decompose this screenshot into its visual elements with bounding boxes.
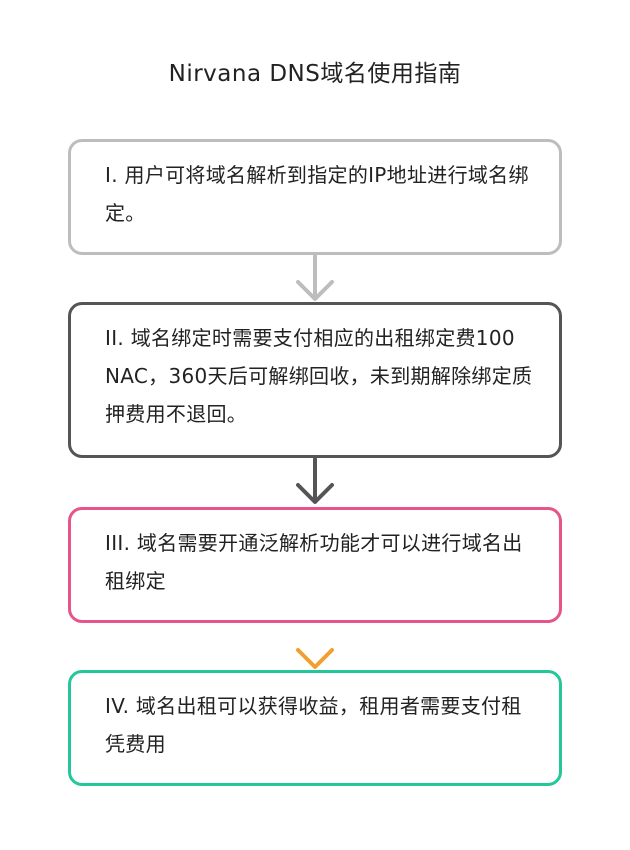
step-box-3: III. 域名需要开通泛解析功能才可以进行域名出租绑定	[68, 507, 562, 623]
diagram-title: Nirvana DNS域名使用指南	[168, 61, 462, 87]
step-4-text: IV. 域名出租可以获得收益，租用者需要支付租凭费用	[105, 694, 522, 756]
arrow-down-icon	[296, 457, 334, 504]
step-box-2: II. 域名绑定时需要支付相应的出租绑定费100 NAC，360天后可解绑回收，…	[68, 302, 562, 458]
step-3-text: III. 域名需要开通泛解析功能才可以进行域名出租绑定	[105, 531, 523, 593]
step-2-text: II. 域名绑定时需要支付相应的出租绑定费100 NAC，360天后可解绑回收，…	[105, 326, 533, 426]
arrow-down-icon	[296, 622, 334, 669]
step-1-text: I. 用户可将域名解析到指定的IP地址进行域名绑定。	[105, 163, 529, 225]
arrow-down-icon	[296, 254, 334, 301]
step-box-1: I. 用户可将域名解析到指定的IP地址进行域名绑定。	[68, 139, 562, 255]
step-box-4: IV. 域名出租可以获得收益，租用者需要支付租凭费用	[68, 670, 562, 786]
